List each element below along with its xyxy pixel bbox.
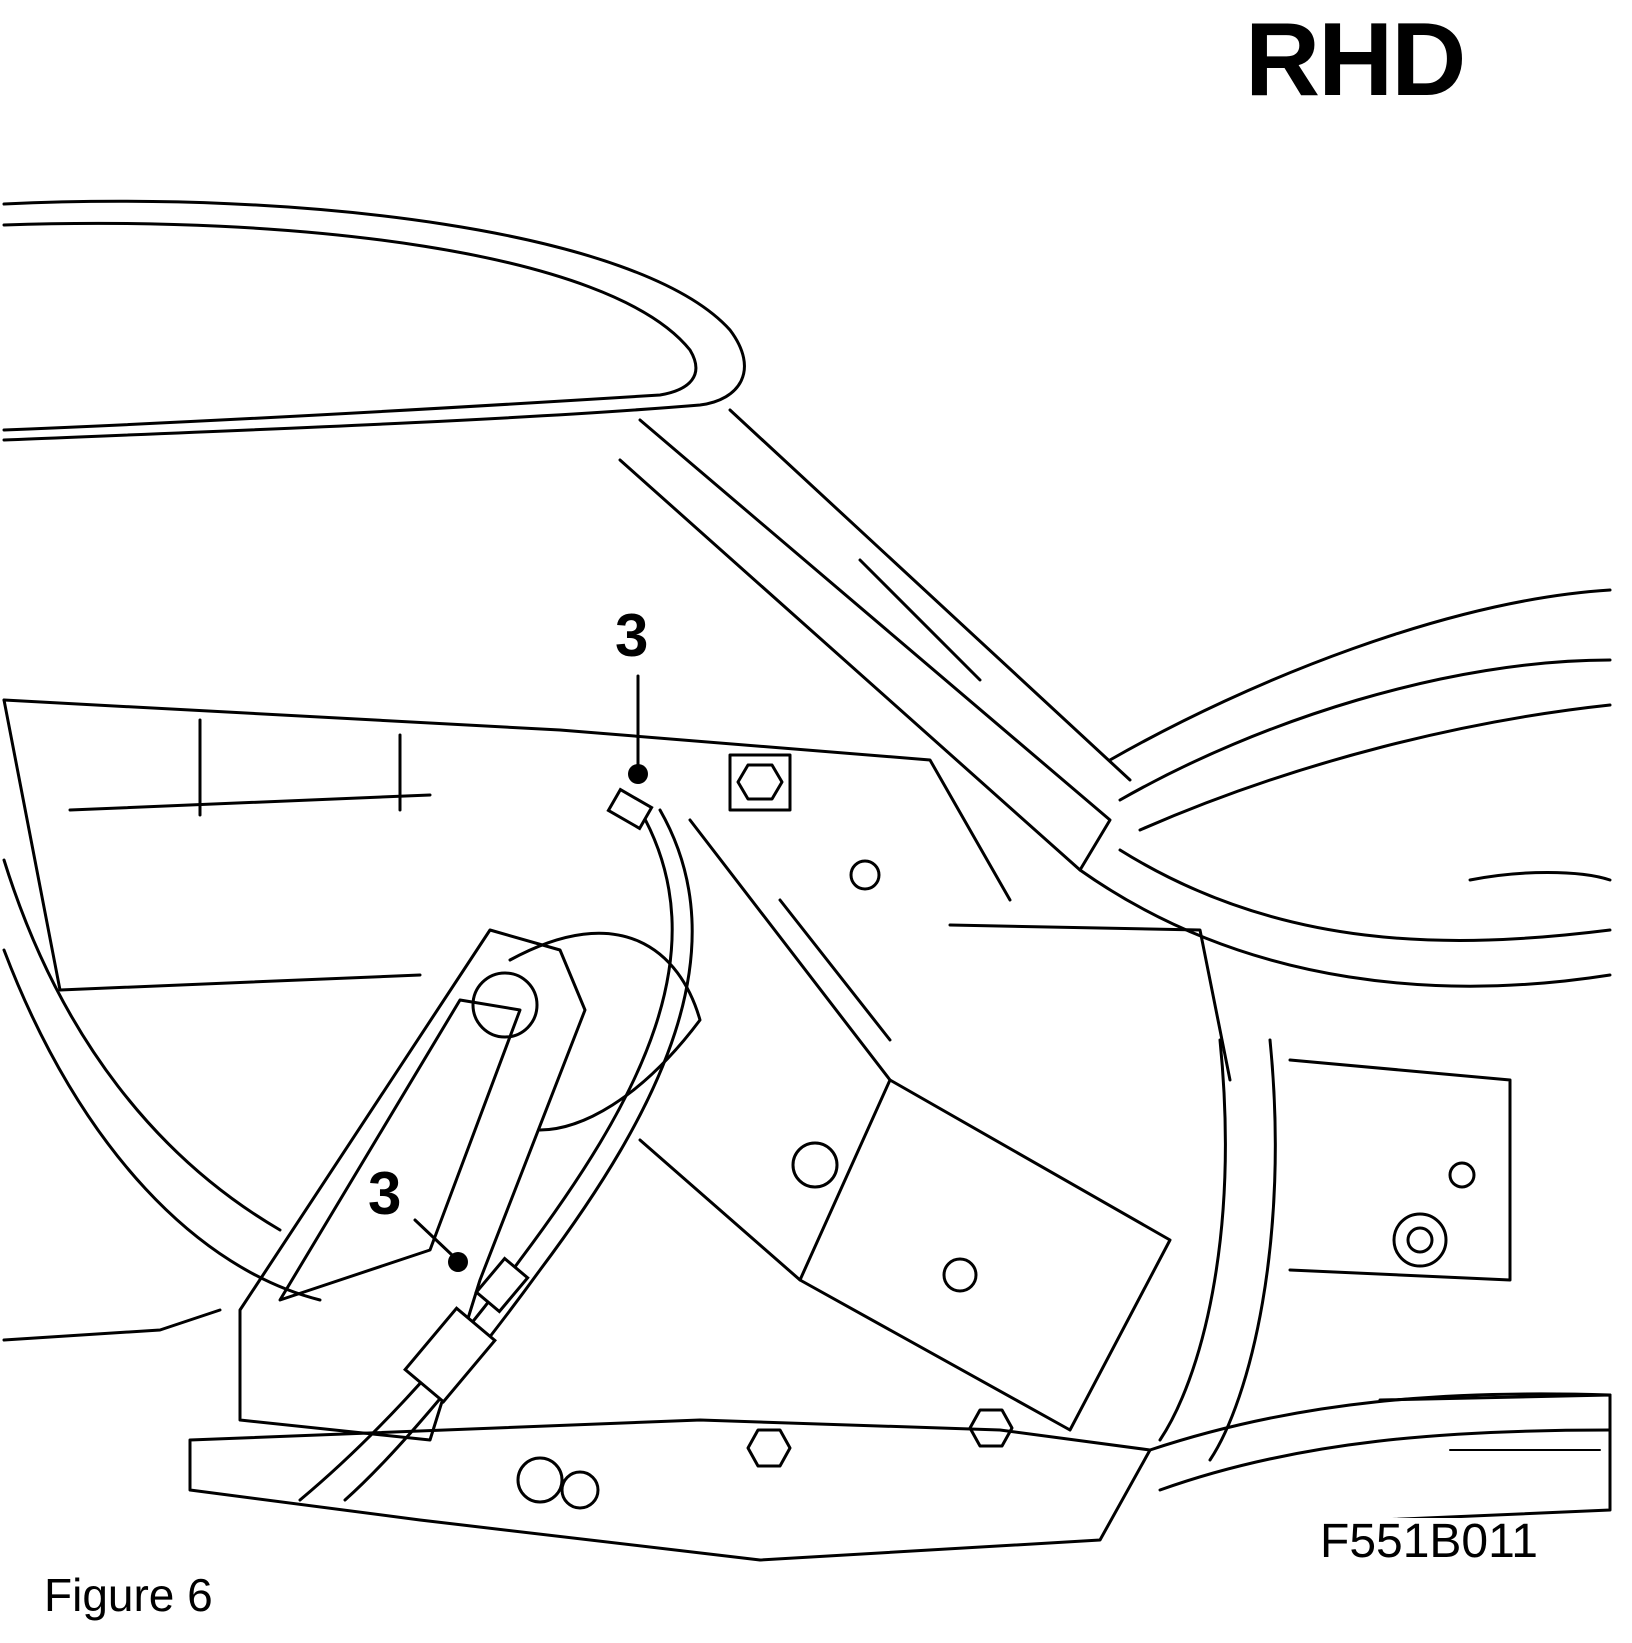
floor-rail-right-inner <box>1158 1428 1612 1492</box>
console-tube-inner <box>1208 1038 1277 1462</box>
wheel-lower-rim <box>1078 868 1612 988</box>
bracket-hole <box>849 859 881 891</box>
pedal-bracket-window <box>278 998 522 1302</box>
right-bracket-bolt <box>1392 1212 1448 1268</box>
column-trim-line <box>728 408 1132 782</box>
wheel-hub-edge <box>1468 871 1612 882</box>
hex-nut-center <box>968 1408 1014 1448</box>
figure-caption: Figure 6 <box>44 1569 213 1621</box>
hex-nut-top <box>736 763 784 801</box>
right-bracket <box>1288 1058 1512 1282</box>
dash-panel-top <box>2 698 1012 902</box>
drive-label: RHD <box>1245 2 1466 118</box>
callout-low-dot <box>448 1252 468 1272</box>
right-bracket-bolt-core <box>1406 1226 1434 1254</box>
knee-bolster-arc <box>2 948 322 1302</box>
module-bolt <box>791 1141 839 1189</box>
module-housing-edge <box>778 898 892 1042</box>
pedal-arm <box>508 931 702 1132</box>
pedal-bracket <box>238 928 587 1442</box>
top-bracket <box>728 753 792 812</box>
floor-rail-left <box>2 1308 222 1342</box>
right-bracket-hole <box>1448 1161 1476 1189</box>
crossmember-hole <box>560 1470 600 1510</box>
cable-inner <box>343 808 694 1502</box>
wheel-lower-inner <box>1118 848 1612 942</box>
wheel-rim-outer <box>1108 588 1612 762</box>
cable-clip-lower-2 <box>474 1256 530 1314</box>
lower-housing-hole <box>942 1257 978 1293</box>
column-trim-upper <box>618 418 1112 872</box>
cable-clip-lower <box>403 1306 497 1404</box>
dash-panel-rib <box>68 793 432 812</box>
console-frame <box>948 923 1232 1082</box>
drawing-code: F551B011 <box>1316 1518 1542 1566</box>
wheel-rim-inner <box>1118 658 1612 802</box>
hex-nut-bottom <box>746 1428 792 1468</box>
pedal-pivot <box>471 971 539 1039</box>
callout-label-lower: 3 <box>365 1164 405 1224</box>
crossmember-bolt <box>516 1456 564 1504</box>
cable-clip-upper <box>606 787 654 831</box>
callout-label-upper: 3 <box>612 606 652 666</box>
right-box <box>1378 1393 1612 1522</box>
column-trim-detail <box>858 558 982 682</box>
crossmember <box>188 1418 1152 1562</box>
floor-rail-right <box>1148 1392 1612 1452</box>
dashboard-inner-edge <box>2 221 698 432</box>
module-housing <box>638 818 892 1282</box>
callout-low-leader <box>413 1218 454 1257</box>
wheel-rim-line <box>1138 703 1612 832</box>
dash-panel-left <box>2 698 422 992</box>
callout-top-dot <box>628 764 648 784</box>
dashboard-upper-edge <box>2 199 746 442</box>
lower-housing <box>798 1078 1172 1432</box>
console-tube <box>1158 1038 1227 1442</box>
knee-bolster-arc-inner <box>2 858 282 1232</box>
